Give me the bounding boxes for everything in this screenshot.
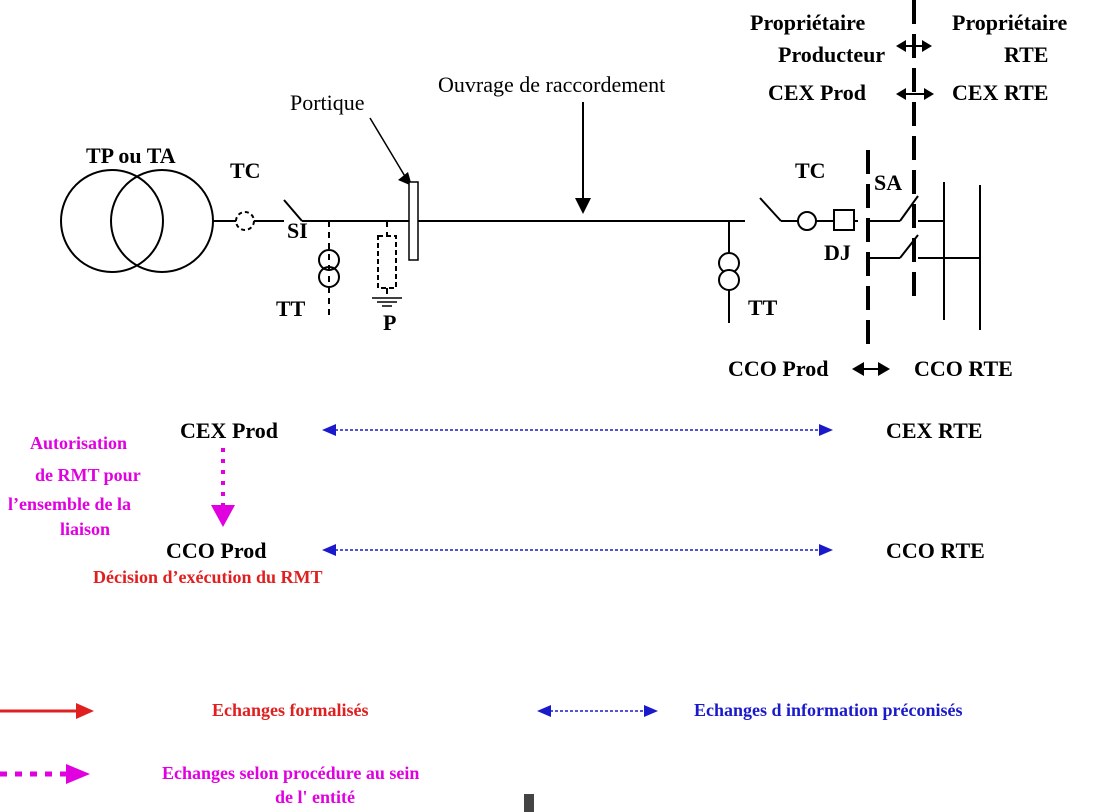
- dj-breaker-box: [833, 209, 855, 231]
- cex-exchange-arrow: [322, 424, 833, 436]
- owner-right-line3: CEX RTE: [952, 80, 1048, 105]
- autorisation-line2: de RMT pour: [35, 465, 141, 485]
- p-arrester-body: [377, 235, 397, 289]
- cco-prod-top: CCO Prod: [728, 356, 828, 381]
- tc-right-label: TC: [795, 158, 826, 183]
- cco-exchange-arrow: [322, 544, 833, 556]
- owner-left-line3: CEX Prod: [768, 80, 866, 105]
- legend-procedure-line2: de l' entité: [275, 787, 355, 807]
- tc-left-label: TC: [230, 158, 261, 183]
- tt-left-coil-2: [318, 266, 340, 288]
- ouvrage-arrow-head: [575, 198, 591, 214]
- sa-switch-blade: [899, 195, 919, 222]
- tt-left-coil-1: [318, 249, 340, 271]
- cco-rte-label: CCO RTE: [886, 538, 985, 563]
- legend-preconises: Echanges d information préconisés: [694, 700, 963, 720]
- legend-blue-arrow: [537, 705, 658, 717]
- legend-magenta-arrow: [0, 764, 90, 784]
- si-label: SI: [287, 218, 308, 243]
- tc-right-symbol: [797, 211, 817, 231]
- tt-left-label: TT: [276, 296, 306, 321]
- si-switch-blade: [283, 199, 303, 222]
- cco-prod-label: CCO Prod: [166, 538, 266, 563]
- cco-rte-top: CCO RTE: [914, 356, 1013, 381]
- legend-formalises: Echanges formalisés: [212, 700, 369, 720]
- p-label: P: [383, 310, 396, 335]
- bottom-mark: [524, 794, 534, 812]
- tt-right-label: TT: [748, 295, 778, 320]
- owner-right-line1: Propriétaire: [952, 10, 1067, 35]
- legend-red-arrow: [0, 703, 94, 719]
- sa-label: SA: [874, 170, 902, 195]
- cco-double-arrow: [852, 362, 890, 376]
- legend-procedure-line1: Echanges selon procédure au sein: [162, 763, 419, 783]
- portique-pointer: [369, 117, 407, 179]
- ouvrage-label: Ouvrage de raccordement: [438, 72, 665, 97]
- header-double-arrow-bottom: [896, 88, 934, 100]
- portique-post: [408, 181, 419, 261]
- transformer-coil-1: [60, 169, 164, 273]
- cex-prod-label: CEX Prod: [180, 418, 278, 443]
- owner-right-line2: RTE: [1004, 42, 1048, 67]
- autorisation-line4: liaison: [60, 519, 110, 539]
- tp-ou-ta-label: TP ou TA: [86, 143, 176, 168]
- tt-right-coil-2: [718, 269, 740, 291]
- dj2-switch-blade: [899, 234, 919, 259]
- portique-label: Portique: [290, 90, 365, 115]
- owner-left-line1: Propriétaire: [750, 10, 865, 35]
- autorisation-arrow: [211, 448, 235, 527]
- decision-label: Décision d’exécution du RMT: [93, 567, 323, 587]
- autorisation-line3: l’ensemble de la: [8, 494, 131, 514]
- cex-rte-label: CEX RTE: [886, 418, 982, 443]
- tc-left-symbol: [235, 211, 255, 231]
- owner-left-line2: Producteur: [778, 42, 885, 67]
- dj-label: DJ: [824, 240, 851, 265]
- autorisation-line1: Autorisation: [30, 433, 127, 453]
- right-switch-blade: [759, 197, 782, 222]
